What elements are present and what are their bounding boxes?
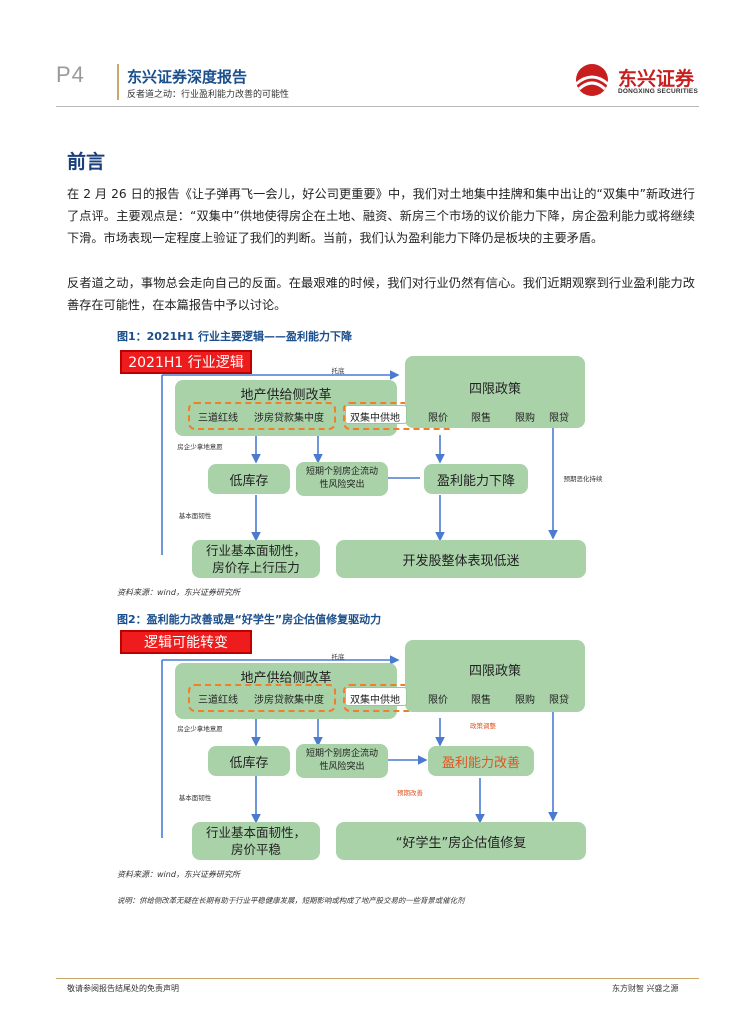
logo-text: 东兴证券	[618, 68, 695, 90]
figure2-profit-improve: 盈利能力改善	[428, 746, 534, 776]
figure2-dash-group-1	[188, 684, 336, 712]
report-subtitle: 反者道之动：行业盈利能力改善的可能性	[127, 90, 290, 100]
figure2-source: 资料来源：wind，东兴证券研究所	[117, 870, 240, 879]
figure2-loan-concentration: 涉房贷款集中度	[254, 695, 324, 706]
header-divider	[117, 64, 119, 100]
figure1-profit-decline: 盈利能力下降	[424, 464, 528, 494]
footer-disclaimer: 敬请参阅报告结尾处的免责声明	[67, 984, 179, 993]
figure1-label-support: 托底	[331, 367, 345, 375]
company-logo-icon	[575, 64, 609, 96]
figure1-dash-group-1	[188, 402, 336, 430]
figure1-purchase-limit: 限购	[515, 413, 535, 424]
paragraph-2: 反者道之动，事物总会走向自己的反面。在最艰难的时候，我们对行业仍然有信心。我们近…	[67, 276, 695, 312]
figure1-sale-limit: 限售	[471, 413, 491, 424]
figure2-purchase-limit: 限购	[515, 695, 535, 706]
figure2-tag: 逻辑可能转变	[120, 630, 252, 654]
figure2-industry-stable: 行业基本面韧性，房价平稳	[192, 822, 320, 860]
figure1-price-limit: 限价	[428, 413, 448, 424]
page-number: P4	[56, 62, 85, 87]
figure1-double-concentration: 双集中供地	[350, 413, 400, 424]
figure2-label-expect: 预期改善	[397, 789, 423, 797]
explanatory-note: 说明：供给侧改革无疑在长期有助于行业平稳健康发展，短期影响或构成了地产股交易的一…	[117, 896, 465, 905]
figure2-short-term-risk: 短期个别房企流动性风险突出	[296, 744, 388, 778]
figure1-tag: 2021H1 行业逻辑	[120, 350, 252, 374]
figure2-label-change: 政策调整	[470, 722, 496, 730]
figure1-loan-concentration: 涉房贷款集中度	[254, 413, 324, 424]
figure1-industry-resilience: 行业基本面韧性，房价存上行压力	[192, 540, 320, 578]
figure2-price-limit: 限价	[428, 695, 448, 706]
figure1-label-deteriorate: 预期恶化持续	[563, 475, 603, 483]
figure2-low-inventory: 低库存	[208, 746, 290, 776]
figure1-loan-limit: 限贷	[549, 413, 569, 424]
figure1-three-lines: 三道红线	[198, 413, 238, 424]
paragraph-1: 在 2 月 26 日的报告《让子弹再飞一会儿，好公司更重要》中，我们对土地集中挂…	[67, 187, 695, 245]
figure2-double-concentration: 双集中供地	[350, 695, 400, 706]
logo-english: DONGXING SECURITIES	[618, 88, 699, 95]
footer-rule	[56, 978, 699, 979]
section-title: 前言	[67, 151, 106, 173]
figure2-title: 图2：盈利能力改善或是“好学生”房企估值修复驱动力	[117, 613, 382, 626]
figure2-loan-limit: 限贷	[549, 695, 569, 706]
figure2-sale-limit: 限售	[471, 695, 491, 706]
figure1-low-inventory: 低库存	[208, 464, 290, 494]
figure2-four-limits-box: 四限政策	[405, 640, 585, 712]
figure2-label-support: 托底	[331, 653, 345, 661]
figure2-three-lines: 三道红线	[198, 695, 238, 706]
figure2-double-conc-bg	[345, 687, 407, 706]
report-title: 东兴证券深度报告	[127, 68, 248, 86]
figure1-developer-underperform: 开发股整体表现低迷	[336, 540, 586, 578]
figure2-good-student-valuation: “好学生”房企估值修复	[336, 822, 586, 860]
figure2-label-fundamental: 基本面韧性	[178, 794, 212, 802]
figure1-supply-reform-box: 地产供给侧改革	[175, 380, 397, 436]
figure1-label-fundamental: 基本面韧性	[178, 512, 212, 520]
figure1-double-conc-bg	[345, 405, 407, 424]
figure2-label-weak-land: 房企少拿地意愿	[177, 725, 223, 733]
figure1-source: 资料来源：wind，东兴证券研究所	[117, 588, 240, 597]
figure1-label-weak-land: 房企少拿地意愿	[177, 443, 223, 451]
figure1-title: 图1：2021H1 行业主要逻辑——盈利能力下降	[117, 330, 352, 343]
header-rule	[56, 106, 699, 107]
figure1-short-term-risk: 短期个别房企流动性风险突出	[296, 462, 388, 496]
footer-slogan: 东方财智 兴盛之源	[612, 984, 679, 993]
figure1-four-limits-box: 四限政策	[405, 356, 585, 428]
